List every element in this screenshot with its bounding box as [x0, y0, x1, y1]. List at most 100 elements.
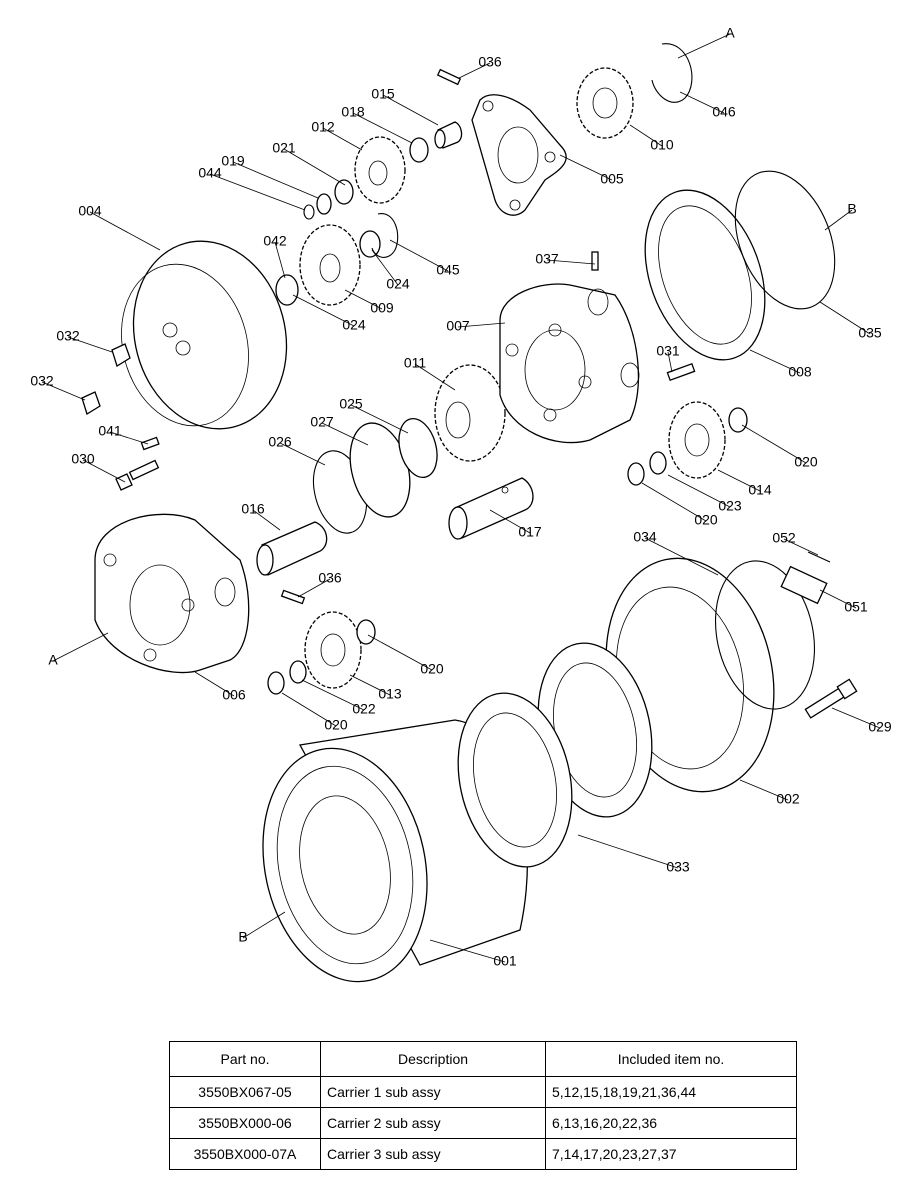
part-label-002-leader [739, 779, 789, 801]
part-label-037: 037 [535, 251, 559, 267]
part-label-034-leader [644, 537, 719, 576]
part-032-plug-b [81, 391, 101, 415]
part-label-024: 024 [342, 317, 366, 333]
part-label-023: 023 [718, 498, 742, 514]
part-label-025: 025 [339, 396, 363, 412]
part-label-022-leader [301, 679, 365, 711]
part-label-034: 034 [633, 529, 657, 545]
part-label-026-leader [279, 442, 326, 466]
part-label-042-leader [274, 241, 286, 279]
part-037-spring-pin [591, 251, 599, 271]
part-010-sun-gear [576, 67, 634, 139]
part-051-name-plate [780, 565, 828, 605]
part-no-cell: 3550BX000-06 [169, 1107, 321, 1139]
part-label-027: 027 [310, 414, 334, 430]
exploded-parts-diagram: 0010020040050060070080090100110120130140… [30, 25, 892, 983]
part-046-snap-ring [651, 43, 693, 103]
part-label-033-leader [577, 834, 679, 869]
part-label-020: 020 [420, 661, 444, 677]
part-label-051: 051 [844, 599, 868, 615]
part-label-008-leader [749, 349, 801, 374]
part-label-036-leader [297, 578, 331, 598]
part-018-washer [409, 137, 429, 163]
part-044-snap-ring [303, 204, 315, 220]
part-052-rivet [807, 551, 831, 563]
part-009-gear [299, 224, 361, 306]
part-045-snap-ring [371, 213, 399, 258]
part-label-024: 024 [386, 276, 410, 292]
part-022-needle-bearing [289, 660, 307, 684]
part-label-017-leader [489, 509, 531, 534]
part-020-washer-b [267, 671, 285, 695]
table-header-row: Part no. Description Included item no. [169, 1041, 797, 1077]
part-label-009-leader [344, 289, 383, 310]
part-label-022: 022 [352, 701, 376, 717]
marker-label-b-leader [242, 911, 286, 939]
part-label-001: 001 [493, 953, 517, 969]
part-036-spring-pin-upper [436, 68, 462, 86]
part-019-washer [316, 193, 332, 215]
description-cell: Carrier 1 sub assy [320, 1076, 546, 1108]
part-004-cover [121, 240, 288, 430]
part-label-030-leader [82, 459, 126, 483]
marker-label-b-leader [824, 209, 853, 231]
part-no-cell: 3550BX000-07A [169, 1138, 321, 1170]
part-label-016-leader [252, 509, 281, 531]
marker-label-a-leader [677, 33, 731, 59]
part-label-017: 017 [518, 524, 542, 540]
part-label-045: 045 [436, 262, 460, 278]
part-label-023-leader [667, 474, 731, 508]
part-label-030: 030 [71, 451, 95, 467]
part-006-carrier [94, 513, 250, 674]
leader-lines [41, 33, 881, 963]
part-032-plug-a [111, 343, 131, 367]
part-035-o-ring [734, 170, 836, 310]
part-label-033: 033 [666, 859, 690, 875]
part-label-004-leader [89, 211, 161, 251]
part-020-washer-c [728, 407, 748, 433]
part-label-032-leader [67, 336, 113, 353]
included-items-cell: 6,13,16,20,22,36 [545, 1107, 797, 1139]
part-label-035: 035 [858, 325, 882, 341]
part-label-045-leader [389, 239, 449, 272]
part-label-011-leader [414, 363, 456, 391]
part-label-044: 044 [198, 165, 222, 181]
part-label-024-leader [371, 249, 399, 286]
part-label-046: 046 [712, 104, 736, 120]
part-label-041: 041 [98, 423, 122, 439]
part-label-052-leader [783, 538, 819, 556]
part-label-007-leader [457, 322, 506, 328]
part-041-bolt [140, 436, 160, 451]
table-row: 3550BX000-07A Carrier 3 sub assy 7,14,17… [169, 1138, 797, 1170]
header-included-items: Included item no. [545, 1041, 797, 1077]
included-items-cell: 5,12,15,18,19,21,36,44 [545, 1076, 797, 1108]
part-label-020: 020 [324, 717, 348, 733]
description-cell: Carrier 2 sub assy [320, 1107, 546, 1139]
part-031-bolt [666, 362, 696, 382]
part-label-015: 015 [371, 86, 395, 102]
marker-label-b: B [847, 201, 856, 217]
part-label-020-leader [281, 692, 337, 727]
part-label-013-leader [349, 674, 391, 696]
part-label-020-leader [741, 424, 807, 464]
part-label-036: 036 [318, 570, 342, 586]
part-013-planet-gear [304, 611, 362, 689]
part-label-004: 004 [78, 203, 102, 219]
part-034-seal [714, 560, 816, 710]
part-label-012: 012 [311, 119, 335, 135]
part-014-planet-gear [668, 401, 726, 479]
part-label-005: 005 [600, 171, 624, 187]
part-005-carrier-plate [471, 94, 567, 216]
part-label-018-leader [352, 112, 413, 144]
part-023-needle-bearing [649, 451, 667, 475]
part-label-020: 020 [794, 454, 818, 470]
part-label-021-leader [283, 148, 346, 186]
part-label-019-leader [232, 161, 319, 199]
part-label-013: 013 [378, 686, 402, 702]
part-label-032: 032 [56, 328, 80, 344]
marker-label-a-leader [52, 632, 109, 662]
part-label-032: 032 [30, 373, 54, 389]
part-label-024-leader [292, 294, 355, 327]
part-label-014-leader [717, 469, 761, 492]
part-label-009: 009 [370, 300, 394, 316]
